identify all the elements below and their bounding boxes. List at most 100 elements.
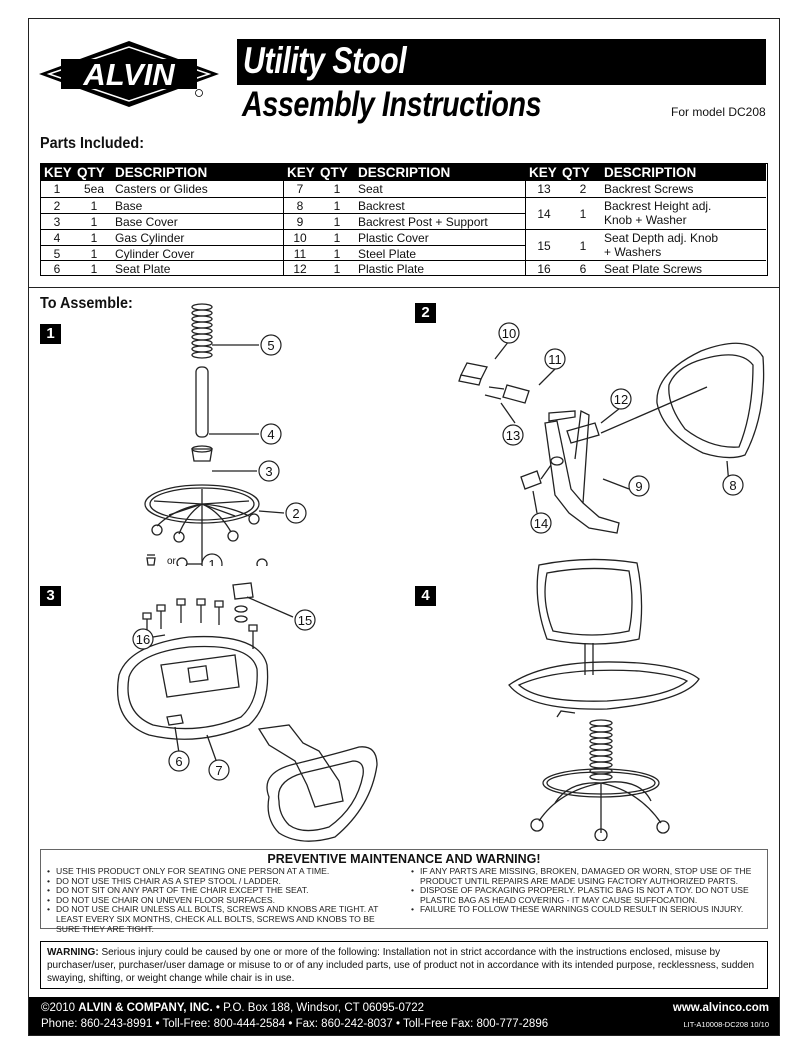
washer-drawing (550, 456, 564, 466)
callout-11: 11 (548, 352, 562, 367)
assembled-base-legs (538, 781, 662, 833)
backrest-drawing (656, 342, 765, 459)
maintenance-box: PREVENTIVE MAINTENANCE AND WARNING! USE … (40, 849, 768, 933)
step-1-badge: 1 (40, 324, 61, 344)
logo-text: ALVIN (82, 57, 175, 92)
maintenance-right-list: IF ANY PARTS ARE MISSING, BROKEN, DAMAGE… (411, 866, 763, 915)
callout-3: 3 (265, 464, 272, 479)
step-3-illustration: 16 15 6 7 (117, 582, 378, 842)
callout-15: 15 (298, 613, 312, 628)
caster-drawings (151, 513, 268, 566)
assembled-backrest (536, 558, 643, 645)
document-title: Assembly Instructions (242, 85, 542, 124)
footer-address-line: ©2010 ALVIN & COMPANY, INC. • P.O. Box 1… (41, 1002, 424, 1014)
maintenance-title: PREVENTIVE MAINTENANCE AND WARNING! (267, 852, 541, 866)
instruction-sheet: ALVIN Utility Stool Assembly Instruction… (28, 18, 780, 1036)
knob-drawing (520, 470, 542, 490)
callout-10: 10 (502, 326, 516, 341)
section-divider (29, 287, 779, 288)
step-2-badge: 2 (415, 303, 436, 323)
table-header: KEY QTY DESCRIPTION (284, 164, 525, 181)
copyright: ©2010 (41, 1002, 76, 1014)
col-key: KEY (529, 165, 557, 180)
model-number: For model DC208 (671, 105, 766, 119)
callout-14: 14 (534, 516, 548, 531)
step-2-illustration: 10 11 12 13 14 9 8 (458, 322, 765, 534)
list-item: DO NOT USE CHAIR UNLESS ALL BOLTS, SCREW… (47, 905, 399, 934)
parts-heading: Parts Included: (40, 135, 145, 152)
table-header: KEY QTY DESCRIPTION (526, 164, 766, 181)
title-bar: Utility Stool (237, 39, 766, 85)
plastic-plate-drawing (566, 422, 600, 444)
product-title: Utility Stool (243, 40, 407, 81)
step-4-illustration (508, 558, 700, 841)
warning-label: WARNING: (47, 947, 99, 958)
base-cover-drawing (191, 448, 213, 462)
seat-plate-drawing (160, 654, 240, 698)
callout-16: 16 (136, 632, 150, 647)
callout-2: 2 (292, 506, 299, 521)
callout-1: 1 (208, 557, 215, 566)
or-label: or (167, 556, 177, 566)
list-item: DISPOSE OF PACKAGING PROPERLY. PLASTIC B… (411, 885, 763, 905)
callout-4: 4 (267, 427, 274, 442)
callout-5: 5 (267, 338, 274, 353)
col-description: DESCRIPTION (115, 165, 208, 180)
list-item: DO NOT SIT ON ANY PART OF THE CHAIR EXCE… (47, 886, 399, 896)
assembled-cylinder-cover (589, 719, 613, 781)
col-key: KEY (287, 165, 315, 180)
col-qty: QTY (562, 165, 590, 180)
assemble-heading: To Assemble: (40, 295, 133, 312)
glide-drawing (146, 557, 156, 566)
step-1-illustration: 5 4 3 2 1 or (144, 303, 307, 566)
cylinder-cover-drawing (191, 303, 213, 359)
maintenance-left-list: USE THIS PRODUCT ONLY FOR SEATING ONE PE… (47, 866, 399, 934)
step-3-badge: 3 (40, 586, 61, 606)
header: ALVIN Utility Stool Assembly Instruction… (29, 19, 779, 131)
assembled-seat (508, 661, 700, 710)
callout-9: 9 (635, 479, 642, 494)
list-item: DO NOT USE CHAIR ON UNEVEN FLOOR SURFACE… (47, 895, 399, 906)
callout-leaders (152, 596, 294, 764)
seat-drawing (117, 635, 269, 740)
plastic-cover-drawing (460, 362, 488, 380)
website-link[interactable]: www.alvinco.com (672, 1002, 769, 1014)
list-item: DO NOT USE THIS CHAIR AS A STEP STOOL / … (47, 876, 399, 887)
col-description: DESCRIPTION (604, 165, 697, 180)
callout-leaders (187, 344, 285, 565)
callout-12: 12 (614, 392, 628, 407)
base-drawing (144, 484, 260, 565)
col-key: KEY (44, 165, 72, 180)
table-header: KEY QTY DESCRIPTION (41, 164, 283, 181)
gas-cylinder-drawing (195, 366, 209, 438)
address: • P.O. Box 188, Windsor, CT 06095-0722 (215, 1002, 425, 1014)
callout-6: 6 (175, 754, 182, 769)
callout-8: 8 (729, 478, 736, 493)
seat-knob-drawing (232, 582, 254, 600)
col-qty: QTY (320, 165, 348, 180)
footer: ©2010 ALVIN & COMPANY, INC. • P.O. Box 1… (29, 997, 779, 1035)
callout-13: 13 (506, 428, 520, 443)
callout-7: 7 (215, 763, 222, 778)
list-item: USE THIS PRODUCT ONLY FOR SEATING ONE PE… (47, 866, 399, 877)
company-name: ALVIN & COMPANY, INC. (78, 1002, 213, 1014)
list-item: FAILURE TO FOLLOW THESE WARNINGS COULD R… (411, 905, 763, 915)
footer-phones: Phone: 860-243-8991 • Toll-Free: 800-444… (41, 1018, 549, 1030)
